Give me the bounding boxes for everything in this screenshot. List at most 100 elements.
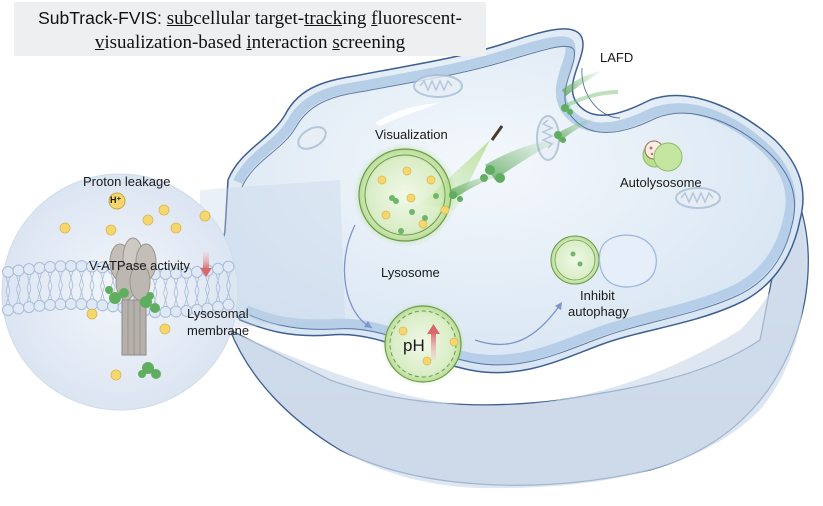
label-lysosome: Lysosome bbox=[381, 265, 440, 280]
lipid-head bbox=[44, 260, 56, 273]
lipid-head bbox=[33, 299, 46, 312]
decrease-arrow-icon bbox=[200, 268, 212, 277]
lipid-head bbox=[54, 260, 67, 273]
lipid-tail bbox=[194, 276, 200, 291]
lipid-tail bbox=[205, 289, 210, 304]
protein-cluster bbox=[105, 286, 129, 304]
lipid-tail bbox=[163, 292, 168, 308]
title-segment: creening bbox=[339, 32, 406, 53]
lipid-tail bbox=[47, 285, 53, 301]
lipid-head bbox=[23, 263, 35, 276]
title-line-1: SubTrack-FVIS: subcellular target-tracki… bbox=[14, 8, 486, 30]
lipid-tail bbox=[16, 289, 21, 304]
lipid-tail bbox=[226, 271, 231, 286]
label-inhibit: Inhibit bbox=[580, 288, 615, 303]
lipid-tail bbox=[173, 292, 179, 307]
title-segment: f bbox=[371, 8, 378, 29]
increase-arrow-icon bbox=[427, 324, 440, 334]
autophagosome bbox=[550, 235, 600, 285]
lipid-tail bbox=[5, 276, 11, 292]
lipid-tail bbox=[184, 291, 189, 306]
lipid-tail bbox=[68, 270, 74, 286]
mitochondrion bbox=[297, 126, 327, 150]
flow-arrow bbox=[343, 224, 373, 329]
lipid-tail bbox=[152, 278, 158, 294]
lipid-head bbox=[2, 266, 14, 278]
lipid-head bbox=[44, 298, 56, 311]
label-autophagy: autophagy bbox=[568, 304, 629, 319]
lipid-tail bbox=[194, 290, 200, 305]
title-segment: cellular target- bbox=[193, 8, 305, 29]
mitochondrion bbox=[675, 187, 721, 209]
title-line-2: visualization-based interaction screenin… bbox=[14, 32, 486, 54]
lipid-tail bbox=[184, 277, 189, 292]
h-plus-badge bbox=[108, 192, 126, 210]
title-segment: ing bbox=[342, 8, 372, 29]
lipid-head bbox=[170, 305, 182, 318]
lysosome-ph bbox=[384, 305, 462, 383]
lipid-tail bbox=[47, 271, 53, 287]
lipid-head bbox=[33, 261, 46, 274]
v-atpase-complex bbox=[109, 237, 157, 356]
lipid-tail bbox=[58, 285, 63, 300]
title-segment: nteraction bbox=[251, 32, 333, 53]
lipid-tail bbox=[26, 274, 32, 289]
lipid-head bbox=[65, 260, 77, 273]
title-segment: SubTrack-FVIS: bbox=[38, 8, 167, 28]
lipid-tail bbox=[79, 284, 84, 300]
lipid-head bbox=[12, 264, 25, 277]
title-segment: v bbox=[94, 32, 105, 53]
lipid-head bbox=[212, 262, 224, 275]
lipid-tail bbox=[68, 284, 74, 300]
mitochondrion bbox=[413, 74, 463, 98]
lipid-head bbox=[54, 298, 67, 311]
lipid-head bbox=[222, 260, 235, 273]
lipid-tail bbox=[215, 273, 221, 288]
protein-cluster bbox=[140, 292, 160, 313]
lipid-head bbox=[86, 298, 98, 311]
title-segment: isualization-based bbox=[104, 32, 247, 53]
label-v-atpase-activity: V-ATPase activity bbox=[89, 258, 190, 273]
lipid-tail bbox=[205, 275, 210, 290]
title-box: SubTrack-FVIS: subcellular target-tracki… bbox=[14, 2, 486, 56]
lipid-tail bbox=[163, 278, 168, 294]
lipid-tail bbox=[100, 272, 105, 287]
label-lysosomal: Lysosomal bbox=[187, 306, 249, 321]
lipid-tail bbox=[89, 285, 95, 300]
vesicle bbox=[598, 234, 657, 288]
lipid-head bbox=[65, 298, 77, 311]
lipid-head bbox=[23, 301, 35, 314]
cell-membrane bbox=[233, 36, 796, 365]
lipid-head bbox=[12, 302, 25, 315]
lipid-tail bbox=[37, 272, 42, 288]
lipid-tail bbox=[37, 286, 42, 302]
flow-arrow bbox=[474, 304, 561, 346]
flashlight-icon bbox=[490, 125, 504, 141]
lipid-tail bbox=[226, 285, 231, 300]
title-segment: sub bbox=[166, 8, 194, 29]
title-segment: s bbox=[332, 32, 340, 53]
lipid-head bbox=[75, 298, 88, 311]
title-segment: track bbox=[304, 8, 343, 29]
label-autolysosome: Autolysosome bbox=[620, 175, 702, 190]
cell-underside-fill bbox=[232, 190, 806, 489]
lipid-tail bbox=[100, 286, 105, 301]
label-proton-leakage: Proton leakage bbox=[83, 174, 171, 189]
lipid-tail bbox=[5, 290, 11, 306]
label-ph: pH bbox=[403, 336, 425, 355]
label-membrane: membrane bbox=[187, 323, 250, 338]
lipid-tail bbox=[79, 270, 84, 286]
protein-cluster bbox=[138, 362, 161, 379]
lipid-tail bbox=[16, 275, 21, 290]
label-lafd: LAFD bbox=[600, 50, 634, 65]
lipid-head bbox=[75, 260, 88, 273]
lipid-tail bbox=[173, 278, 179, 293]
lipid-tail bbox=[58, 271, 63, 286]
lipid-tail bbox=[26, 288, 32, 303]
lipid-tail bbox=[215, 287, 221, 302]
lipid-head bbox=[96, 299, 109, 312]
title-segment: i bbox=[246, 32, 252, 53]
lipid-head bbox=[222, 298, 235, 311]
